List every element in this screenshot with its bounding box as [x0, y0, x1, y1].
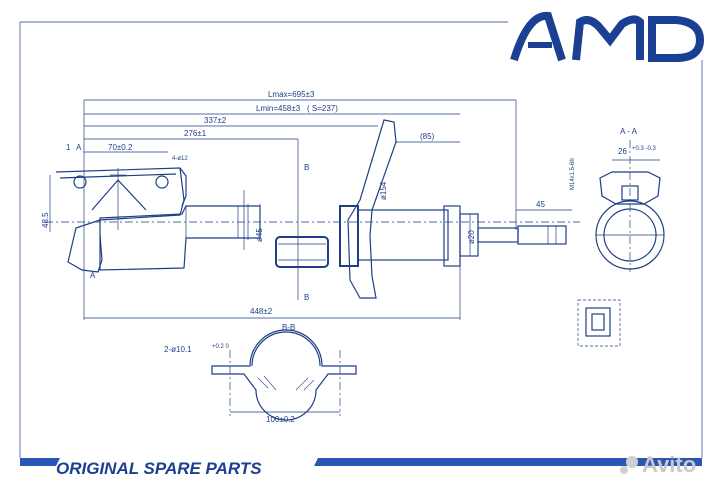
- dim-70: 70±0.2: [108, 143, 133, 152]
- dim-lmin: Lmin=458±3: [256, 104, 301, 113]
- dim-26-tol: +0.3 -0.3: [632, 146, 657, 152]
- label-b-bottom: B: [304, 293, 309, 302]
- dim-hole2-tol: +0.2 0: [212, 344, 230, 350]
- shock-body: ø45: [99, 190, 264, 271]
- frame-bottom-bar: [314, 458, 702, 466]
- avito-watermark: Avito: [620, 452, 696, 477]
- watermark-text: Avito: [642, 452, 696, 477]
- dim-45: 45: [536, 200, 545, 209]
- bolt-hole-1: [73, 175, 87, 189]
- top-mount: [443, 205, 461, 267]
- footer-text: ORIGINAL SPARE PARTS: [56, 459, 262, 478]
- label-b-top: B: [304, 163, 309, 172]
- dim-85: (85): [420, 132, 435, 141]
- dim-phi45: ø45: [255, 228, 264, 242]
- section-aa: A - A 26 +0.3 -0.3: [595, 127, 665, 272]
- dim-phi154: ø154: [379, 181, 388, 200]
- bolt-hole-2: [155, 175, 169, 189]
- dim-485: 48.5: [41, 212, 50, 228]
- label-a-bottom: A: [90, 271, 96, 280]
- spring-seat: ø154: [347, 119, 397, 299]
- dim-100: 100±0.2: [266, 415, 295, 424]
- dim-stroke: ( S=237): [307, 104, 338, 113]
- amd-logo: [510, 12, 705, 62]
- rod-thread: [517, 225, 567, 245]
- dim-hole: 4-ø12: [172, 156, 188, 162]
- knuckle-bracket: [55, 167, 187, 273]
- dim-hole2: 2-ø10.1: [164, 345, 192, 354]
- detail-view: [577, 299, 621, 347]
- dim-phi20: ø20: [467, 230, 476, 244]
- section-bb: B-B 2-ø10.1 +0.2 0 100±0.2: [164, 323, 357, 424]
- label-a-top: A: [76, 143, 82, 152]
- dim-337: 337±2: [204, 116, 227, 125]
- label-one: 1: [66, 143, 71, 152]
- dim-26: 26: [618, 147, 627, 156]
- section-aa-label: A - A: [620, 127, 638, 136]
- piston-rod: [477, 227, 519, 243]
- dim-thread: M14x1.5-6h: [570, 158, 576, 190]
- frame-corner-left: [20, 458, 60, 466]
- section-bb-label: B-B: [282, 323, 295, 332]
- dim-lmax: Lmax=695±3: [268, 90, 315, 99]
- dim-448: 448±2: [250, 307, 273, 316]
- bump-stop: [275, 236, 329, 268]
- dim-276: 276±1: [184, 129, 207, 138]
- upper-body: ø20 M14x1.5-6h: [339, 158, 576, 267]
